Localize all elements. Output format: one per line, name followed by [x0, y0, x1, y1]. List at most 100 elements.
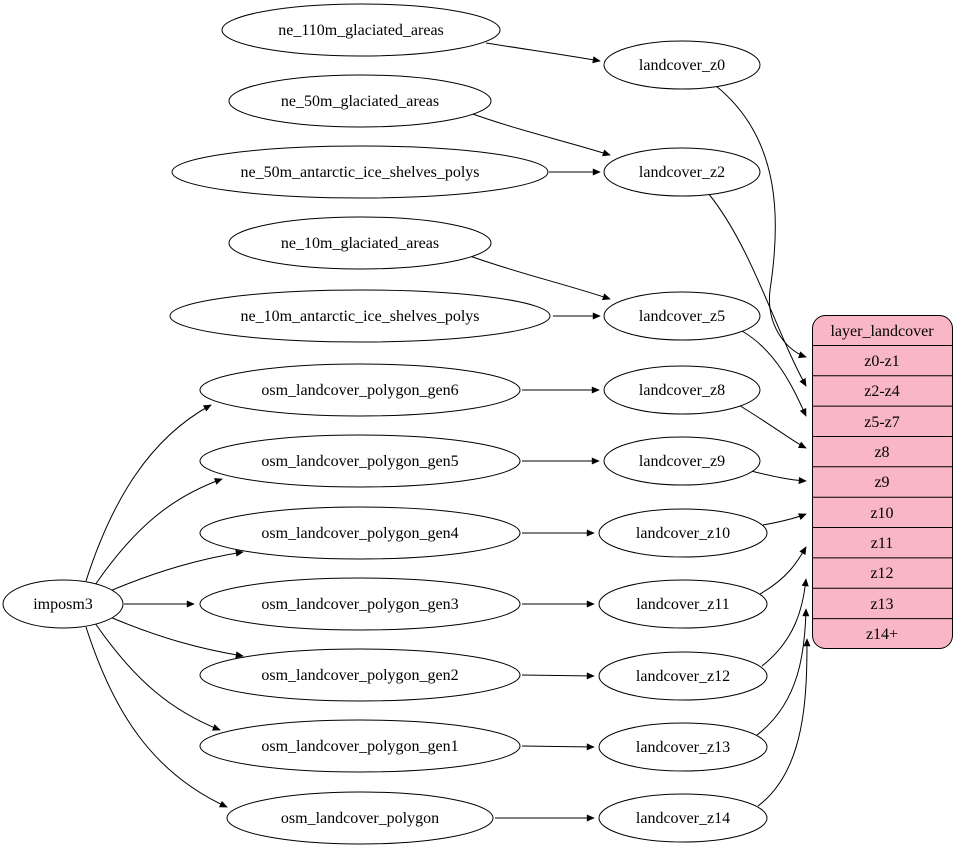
landcover_z14-shape [598, 793, 768, 843]
node-ne_50m_glaciated_areas: ne_50m_glaciated_areas [228, 74, 492, 128]
imposm3-label: imposm3 [33, 596, 93, 613]
osm_landcover_polygon_gen3-label: osm_landcover_polygon_gen3 [261, 596, 458, 613]
imposm3-shape [2, 579, 124, 629]
landcover_z0-shape [603, 40, 761, 90]
node-osm_landcover_polygon_gen1: osm_landcover_polygon_gen1 [199, 719, 521, 773]
table-row-label-z11: z11 [871, 535, 894, 552]
edge-ne_50m_glaciated_areas-to-landcover_z2 [466, 111, 611, 157]
landcover_z10-shape [598, 508, 768, 558]
ne_110m_glaciated_areas-label: ne_110m_glaciated_areas [278, 22, 444, 39]
osm_landcover_polygon_gen6-shape [199, 363, 521, 417]
landcover_z9-shape [603, 436, 761, 486]
node-osm_landcover_polygon_gen2: osm_landcover_polygon_gen2 [199, 648, 521, 702]
landcover_z9-label: landcover_z9 [639, 453, 725, 470]
node-osm_landcover_polygon: osm_landcover_polygon [226, 791, 494, 845]
ne_110m_glaciated_areas-shape [221, 3, 501, 57]
node-osm_landcover_polygon_gen5: osm_landcover_polygon_gen5 [199, 434, 521, 488]
edge-ne_10m_glaciated_areas-to-landcover_z5 [466, 254, 611, 301]
node-ne_10m_glaciated_areas: ne_10m_glaciated_areas [228, 216, 492, 270]
node-landcover_z13: landcover_z13 [598, 722, 768, 772]
table-row-label-z12: z12 [870, 565, 893, 582]
edge-landcover_z10-to-row-z10 [762, 513, 807, 526]
edge-osm_landcover_polygon_gen1-to-landcover_z13 [521, 743, 595, 751]
edge-osm_landcover_polygon_gen2-to-landcover_z12 [521, 672, 595, 680]
ne_50m_glaciated_areas-label: ne_50m_glaciated_areas [281, 93, 439, 110]
landcover_z2-shape [603, 147, 761, 197]
edge-landcover_z8-to-row-z8 [736, 403, 807, 449]
landcover_z12-label: landcover_z12 [636, 668, 730, 685]
landcover_z12-shape [598, 651, 768, 701]
node-landcover_z14: landcover_z14 [598, 793, 768, 843]
node-landcover_z0: landcover_z0 [603, 40, 761, 90]
node-ne_10m_antarctic_ice_shelves_polys: ne_10m_antarctic_ice_shelves_polys [169, 289, 551, 343]
osm_landcover_polygon-label: osm_landcover_polygon [281, 810, 439, 827]
edge-imposm3-to-osm_landcover_polygon_gen6 [85, 404, 212, 582]
table-layer_landcover: layer_landcover z0-z1 z2-z4 z5-z7 z8 z9 … [812, 315, 953, 649]
ne_10m_antarctic_ice_shelves_polys-shape [169, 289, 551, 343]
table-row-label-z0-z1: z0-z1 [864, 353, 900, 370]
landcover_z5-shape [603, 291, 761, 341]
table-row-label-z10: z10 [870, 505, 893, 522]
node-osm_landcover_polygon_gen4: osm_landcover_polygon_gen4 [199, 506, 521, 560]
landcover_z0-label: landcover_z0 [639, 57, 725, 74]
ne_10m_antarctic_ice_shelves_polys-label: ne_10m_antarctic_ice_shelves_polys [240, 308, 479, 325]
osm_landcover_polygon_gen3-shape [199, 577, 521, 631]
osm_landcover_polygon_gen2-label: osm_landcover_polygon_gen2 [261, 667, 458, 684]
osm_landcover_polygon_gen4-label: osm_landcover_polygon_gen4 [261, 525, 458, 542]
node-landcover_z5: landcover_z5 [603, 291, 761, 341]
edge-landcover_z11-to-row-z11 [759, 546, 807, 595]
edge-landcover_z0-to-row-z0-z1 [715, 85, 807, 359]
table-row-label-z13: z13 [870, 596, 893, 613]
landcover_z2-label: landcover_z2 [639, 164, 725, 181]
table-title: layer_landcover [830, 323, 934, 340]
edge-imposm3-to-osm_landcover_polygon_gen5 [94, 478, 223, 586]
osm_landcover_polygon_gen5-shape [199, 434, 521, 488]
edge-landcover_z2-to-row-z2-z4 [707, 192, 807, 387]
node-landcover_z8: landcover_z8 [603, 365, 761, 415]
node-ne_110m_glaciated_areas: ne_110m_glaciated_areas [221, 3, 501, 57]
landcover_z8-label: landcover_z8 [639, 382, 725, 399]
edge-landcover_z12-to-row-z12 [761, 578, 809, 667]
table-row-label-z14: z14+ [866, 626, 898, 643]
edge-imposm3-to-osm_landcover_polygon_gen4 [109, 549, 244, 592]
ne_10m_glaciated_areas-shape [228, 216, 492, 270]
node-landcover_z10: landcover_z10 [598, 508, 768, 558]
edge-landcover_z14-to-row-z14 [757, 638, 811, 807]
node-landcover_z12: landcover_z12 [598, 651, 768, 701]
landcover_z14-label: landcover_z14 [636, 810, 730, 827]
edge-imposm3-to-osm_landcover_polygon_gen2 [109, 616, 244, 659]
table-row-label-z2-z4: z2-z4 [864, 383, 900, 400]
node-landcover_z9: landcover_z9 [603, 436, 761, 486]
table-row-label-z9: z9 [874, 474, 889, 491]
table-row-label-z8: z8 [874, 444, 889, 461]
ne_50m_antarctic_ice_shelves_polys-label: ne_50m_antarctic_ice_shelves_polys [240, 164, 479, 181]
edge-imposm3-to-osm_landcover_polygon [85, 626, 228, 808]
table-row-label-z5-z7: z5-z7 [864, 414, 900, 431]
landcover_z8-shape [603, 365, 761, 415]
node-imposm3: imposm3 [2, 579, 124, 629]
edge-landcover_z5-to-row-z5-z7 [741, 330, 807, 417]
node-ne_50m_antarctic_ice_shelves_polys: ne_50m_antarctic_ice_shelves_polys [171, 145, 549, 199]
landcover_z11-label: landcover_z11 [636, 596, 730, 613]
osm_landcover_polygon_gen2-shape [199, 648, 521, 702]
osm_landcover_polygon_gen1-shape [199, 719, 521, 773]
ne_10m_glaciated_areas-label: ne_10m_glaciated_areas [281, 235, 439, 252]
node-osm_landcover_polygon_gen6: osm_landcover_polygon_gen6 [199, 363, 521, 417]
edge-landcover_z13-to-row-z13 [756, 608, 810, 736]
node-osm_landcover_polygon_gen3: osm_landcover_polygon_gen3 [199, 577, 521, 631]
osm_landcover_polygon_gen6-label: osm_landcover_polygon_gen6 [261, 382, 458, 399]
landcover_z13-shape [598, 722, 768, 772]
edge-layer [85, 42, 811, 822]
ne_50m_antarctic_ice_shelves_polys-shape [171, 145, 549, 199]
osm_landcover_polygon_gen1-label: osm_landcover_polygon_gen1 [261, 738, 458, 755]
edge-imposm3-to-osm_landcover_polygon_gen1 [94, 622, 221, 731]
node-landcover_z11: landcover_z11 [598, 579, 768, 629]
node-landcover_z2: landcover_z2 [603, 147, 761, 197]
node-layer: imposm3 ne_110m_glaciated_areas ne_50m_g… [2, 3, 768, 845]
edge-landcover_z9-to-row-z9 [746, 469, 807, 485]
ne_50m_glaciated_areas-shape [228, 74, 492, 128]
landcover_z13-label: landcover_z13 [636, 739, 730, 756]
table-background [812, 315, 953, 649]
